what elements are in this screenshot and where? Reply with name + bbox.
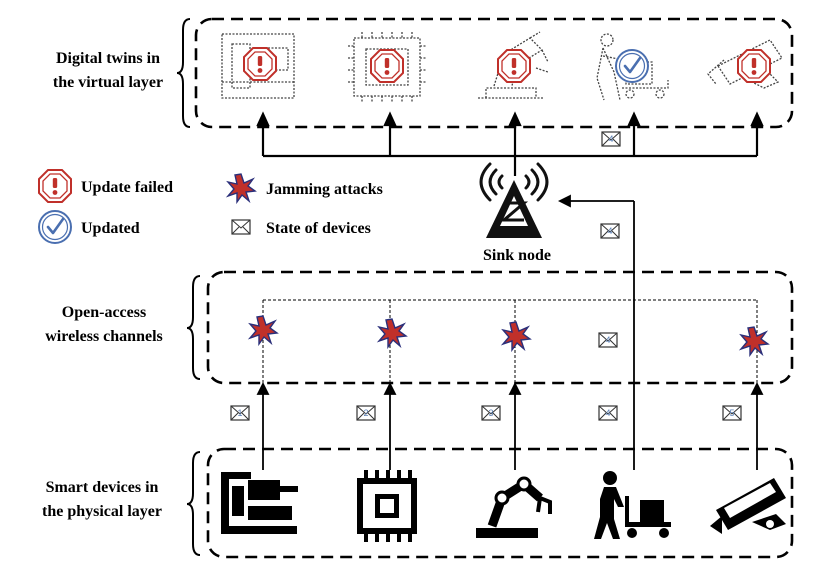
physical-label-line1: Smart devices in	[46, 479, 159, 496]
virtual-brace	[176, 18, 191, 128]
device3-message: 3	[481, 405, 501, 421]
virtual-label-line2: the virtual layer	[53, 74, 163, 91]
legend-update-failed: Update failed	[81, 179, 173, 196]
cnc-machine-icon	[221, 472, 298, 534]
legend-jamming-icon	[227, 173, 256, 203]
twin-robot-icon	[478, 31, 549, 99]
robot-arm-icon	[476, 476, 552, 538]
physical-brace	[186, 451, 201, 556]
svg-text:3: 3	[488, 408, 493, 418]
virtual-layer-box	[194, 17, 794, 129]
legend-state: State of devices	[266, 220, 371, 237]
jamming-1-icon	[249, 315, 278, 345]
twin4-updated-icon	[614, 48, 650, 84]
twin1-failed-icon	[243, 47, 277, 81]
jamming-5-icon	[740, 326, 769, 356]
sink-node-icon	[479, 162, 549, 238]
channel-brace	[186, 275, 201, 380]
device2-message: 2	[356, 405, 376, 421]
device4-path	[557, 194, 635, 470]
svg-text:4: 4	[607, 226, 612, 236]
channel-layer-box	[206, 270, 794, 385]
twin-camera-icon	[707, 39, 783, 89]
channel-label-line2: wireless channels	[45, 328, 162, 345]
legend-failed-icon	[38, 169, 72, 203]
device4-message: 4	[598, 405, 618, 421]
physical-label-line2: the physical layer	[42, 503, 162, 520]
legend-jamming: Jamming attacks	[266, 181, 383, 198]
svg-text:5: 5	[729, 408, 734, 418]
jamming-3-icon	[502, 321, 531, 351]
device1-message: 1	[230, 405, 250, 421]
twin2-failed-icon	[370, 49, 404, 83]
svg-text:4: 4	[605, 335, 610, 345]
device-arrows	[256, 381, 764, 470]
virtual-label-line1: Digital twins in	[56, 50, 160, 67]
twin-message: 4	[601, 131, 621, 147]
legend-updated-icon	[37, 209, 73, 245]
svg-text:4: 4	[608, 134, 613, 144]
sink-node-label: Sink node	[483, 247, 551, 264]
legend-mail-icon	[231, 219, 251, 235]
cctv-camera-icon	[710, 478, 786, 534]
device5-message: 5	[722, 405, 742, 421]
worker-cart-icon	[594, 471, 671, 539]
channel-message: 4	[598, 332, 618, 348]
svg-text:2: 2	[363, 408, 368, 418]
svg-text:4: 4	[605, 408, 610, 418]
twin-distribution	[256, 111, 764, 176]
twin3-failed-icon	[497, 49, 531, 83]
channel-label-line1: Open-access	[62, 304, 146, 321]
sink-message: 4	[600, 223, 620, 239]
twin5-failed-icon	[737, 49, 771, 83]
svg-text:1: 1	[237, 408, 242, 418]
physical-layer-box	[206, 447, 794, 559]
microchip-icon	[357, 470, 417, 542]
legend-updated: Updated	[81, 220, 140, 237]
jamming-2-icon	[378, 318, 407, 348]
